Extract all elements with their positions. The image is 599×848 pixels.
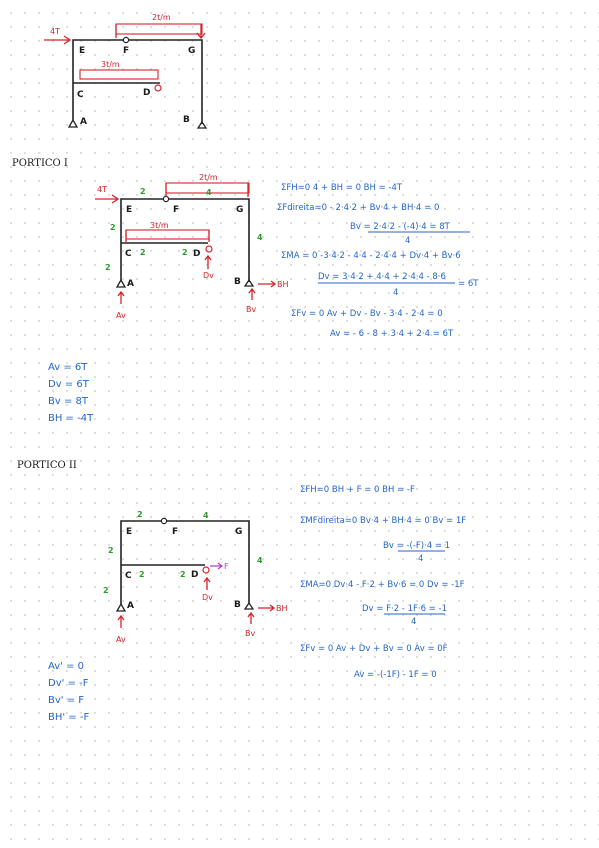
result-bh: BH' = -F xyxy=(48,712,89,723)
result-dv: Dv' = -F xyxy=(48,678,89,689)
dist-load-top-label: 2t/m xyxy=(199,173,218,182)
node-e: E xyxy=(126,205,132,215)
node-e: E xyxy=(79,46,85,56)
eq-denominator: 4 xyxy=(418,554,423,564)
node-g: G xyxy=(188,46,195,56)
dim-ef: 2 xyxy=(140,187,146,196)
load-4t-label: 4T xyxy=(97,185,107,194)
dim-cd-2: 2 xyxy=(180,570,186,579)
reaction-av: Av xyxy=(116,635,126,644)
reaction-bh: BH xyxy=(276,604,288,613)
result-bv: Bv' = F xyxy=(48,695,84,706)
node-d: D xyxy=(191,570,198,580)
node-g: G xyxy=(235,527,242,537)
eq-line: ΣMA=0 Dv·4 - F·2 + Bv·6 = 0 Dv = -1F xyxy=(300,580,465,590)
eq-line: ΣFH=0 BH + F = 0 BH = -F xyxy=(300,485,415,495)
dim-ca: 2 xyxy=(105,263,111,272)
portico-1-equations: ΣFH=0 4 + BH = 0 BH = -4T ΣFdireita=0 - … xyxy=(277,183,479,339)
roller-support-d-icon xyxy=(154,84,162,92)
node-e: E xyxy=(126,527,132,537)
node-a: A xyxy=(127,279,134,289)
node-g: G xyxy=(236,205,243,215)
frame-sketch-portico-2: F 2 4 2 2 2 2 4 E F G C D A B Dv Av Bv B… xyxy=(103,510,288,644)
load-f-label: F xyxy=(224,562,229,571)
portico-1-title: PORTICO I xyxy=(12,158,68,169)
dim-ec: 2 xyxy=(108,546,114,555)
dim-cd-2: 2 xyxy=(182,248,188,257)
node-c: C xyxy=(125,571,132,581)
eq-denominator: 4 xyxy=(393,288,398,298)
roller-support-d-icon xyxy=(205,245,213,253)
node-b: B xyxy=(234,600,241,610)
hinge-f-icon xyxy=(162,195,170,203)
eq-line: ΣMA = 0 -3·4·2 - 4·4 - 2·4·4 + Dv·4 + Bv… xyxy=(281,251,461,261)
node-d: D xyxy=(193,249,200,259)
eq-line: Av = -(-1F) - 1F = 0 xyxy=(354,670,437,680)
eq-line: Bv = -(-F)·4 = 1 xyxy=(383,541,450,551)
frame-sketch-portico-1: 4T 2t/m 3t/m 2 4 2 2 2 2 4 E F G C D A B… xyxy=(95,173,289,320)
result-bv: Bv = 8T xyxy=(48,396,89,407)
eq-line: Bv = 2·4·2 - (-4)·4 = 8T xyxy=(350,222,451,232)
node-a: A xyxy=(80,117,87,127)
roller-support-d-icon xyxy=(202,566,210,574)
dim-ef: 2 xyxy=(137,510,143,519)
eq-line: Av = - 6 - 8 + 3·4 + 2·4 = 6T xyxy=(330,329,454,339)
dim-ec: 2 xyxy=(110,223,116,232)
reaction-bh: BH xyxy=(277,280,289,289)
eq-line: Dv = F·2 - 1F·6 = -1 xyxy=(362,604,447,614)
dim-ca: 2 xyxy=(103,586,109,595)
pin-support-a-icon xyxy=(115,602,127,612)
node-b: B xyxy=(183,115,190,125)
node-b: B xyxy=(234,277,241,287)
eq-line: ΣFv = 0 Av + Dv + Bv = 0 Av = 0F xyxy=(300,644,448,654)
pin-support-a-icon xyxy=(115,278,127,288)
pin-support-b-icon xyxy=(196,120,208,129)
eq-denominator: 4 xyxy=(411,617,416,627)
dim-gb: 4 xyxy=(257,233,263,242)
load-4t-label: 4T xyxy=(50,27,60,36)
dist-load-mid-label: 3t/m xyxy=(101,60,120,69)
portico-2-results: Av' = 0 Dv' = -F Bv' = F BH' = -F xyxy=(48,661,89,723)
result-av: Av = 6T xyxy=(48,362,88,373)
result-av: Av' = 0 xyxy=(48,661,84,672)
hinge-f-icon xyxy=(160,517,168,525)
node-a: A xyxy=(127,601,134,611)
dim-fg: 4 xyxy=(206,188,212,197)
reaction-dv: Dv xyxy=(202,593,213,602)
dist-load-top-label: 2t/m xyxy=(152,13,171,22)
hinge-f-icon xyxy=(122,36,130,44)
reaction-bv: Bv xyxy=(245,629,255,638)
node-f: F xyxy=(172,527,178,537)
result-dv: Dv = 6T xyxy=(48,379,90,390)
eq-result: = 6T xyxy=(458,279,479,289)
node-d: D xyxy=(143,88,150,98)
pin-support-a-icon xyxy=(67,118,79,128)
node-c: C xyxy=(77,90,84,100)
eq-line: ΣFv = 0 Av + Dv - Bv - 3·4 - 2·4 = 0 xyxy=(291,309,443,319)
pin-support-b-icon xyxy=(243,278,255,287)
node-f: F xyxy=(173,205,179,215)
dim-fg: 4 xyxy=(203,511,209,520)
reaction-dv: Dv xyxy=(203,271,214,280)
dist-load-mid-label: 3t/m xyxy=(150,221,169,230)
pin-support-b-icon xyxy=(243,601,255,610)
frame-sketch-top: 4T 2t/m 3t/m E F G C D A B xyxy=(44,13,208,129)
result-bh: BH = -4T xyxy=(48,413,94,424)
eq-denominator: 4 xyxy=(405,236,410,246)
eq-line: ΣFH=0 4 + BH = 0 BH = -4T xyxy=(281,183,403,193)
node-f: F xyxy=(123,46,129,56)
portico-1-results: Av = 6T Dv = 6T Bv = 8T BH = -4T xyxy=(48,362,94,424)
node-c: C xyxy=(125,249,132,259)
eq-line: ΣFdireita=0 - 2·4·2 + Bv·4 + BH·4 = 0 xyxy=(277,203,439,213)
reaction-av: Av xyxy=(116,311,126,320)
dim-cd-1: 2 xyxy=(140,248,146,257)
eq-line: Dv = 3·4·2 + 4·4 + 2·4·4 - 8·6 xyxy=(318,272,446,282)
portico-2-equations: ΣFH=0 BH + F = 0 BH = -F ΣMFdireita=0 Bv… xyxy=(300,485,466,680)
reaction-bv: Bv xyxy=(246,305,256,314)
dim-cd-1: 2 xyxy=(139,570,145,579)
portico-2-title: PORTICO II xyxy=(17,460,77,471)
eq-line: ΣMFdireita=0 Bv·4 + BH·4 = 0 Bv = 1F xyxy=(300,516,466,526)
dim-gb: 4 xyxy=(257,556,263,565)
